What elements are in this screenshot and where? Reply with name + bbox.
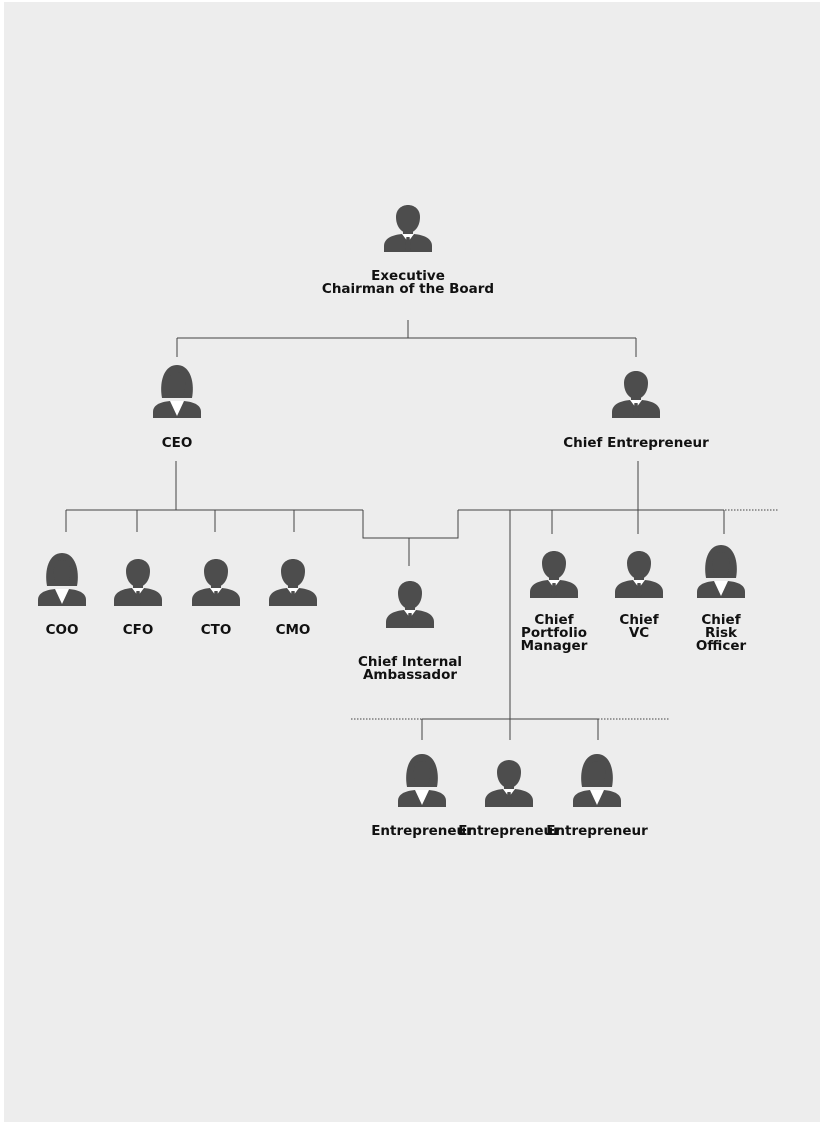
node-label-line: Entrepreneur xyxy=(458,823,560,839)
man-icon xyxy=(192,559,240,606)
node-label-line: CEO xyxy=(161,435,193,451)
node-label-line: Entrepreneur xyxy=(546,823,648,839)
node-label-line: Officer xyxy=(695,638,747,654)
woman-icon xyxy=(398,754,446,807)
node-label-entrepreneur-1: Entrepreneur xyxy=(371,823,473,839)
node-label-line: Risk xyxy=(704,625,738,641)
man-icon xyxy=(485,760,533,807)
node-label-line: Chief Internal xyxy=(357,654,463,670)
man-icon xyxy=(615,551,663,598)
man-icon xyxy=(386,581,434,628)
node-label-line: COO xyxy=(45,622,79,638)
node-label-line: Chief xyxy=(534,612,574,628)
node-label-line: VC xyxy=(628,625,650,641)
node-label-line: Executive xyxy=(371,268,445,284)
connector-line xyxy=(362,510,459,539)
dotted-continuation-lines xyxy=(351,509,778,720)
node-label-line: Chief xyxy=(619,612,659,628)
man-icon xyxy=(612,371,660,418)
woman-icon xyxy=(697,545,745,598)
node-label-line: CFO xyxy=(122,622,154,638)
node-label-cmo: CMO xyxy=(275,622,311,638)
man-icon xyxy=(384,205,432,252)
connector-lines xyxy=(65,320,725,740)
node-label-line: Entrepreneur xyxy=(371,823,473,839)
node-label-line: Manager xyxy=(520,638,588,654)
node-label-line: CTO xyxy=(200,622,232,638)
node-label-line: Ambassador xyxy=(362,667,458,683)
man-icon xyxy=(269,559,317,606)
node-label-coo: COO xyxy=(45,622,79,638)
node-label-ceo: CEO xyxy=(161,435,193,451)
woman-icon xyxy=(573,754,621,807)
node-label-chief-entrepreneur: Chief Entrepreneur xyxy=(563,435,709,451)
node-label-line: Portfolio xyxy=(521,625,587,641)
node-label-line: Chief Entrepreneur xyxy=(563,435,709,451)
node-label-cfo: CFO xyxy=(122,622,154,638)
man-icon xyxy=(114,559,162,606)
node-label-line: Chief xyxy=(701,612,741,628)
node-label-cto: CTO xyxy=(200,622,232,638)
node-label-line: CMO xyxy=(275,622,311,638)
node-label-entrepreneur-2: Entrepreneur xyxy=(458,823,560,839)
node-label-entrepreneur-3: Entrepreneur xyxy=(546,823,648,839)
woman-icon xyxy=(153,365,201,418)
node-label-line: Chairman of the Board xyxy=(321,281,495,297)
man-icon xyxy=(530,551,578,598)
woman-icon xyxy=(38,553,86,606)
